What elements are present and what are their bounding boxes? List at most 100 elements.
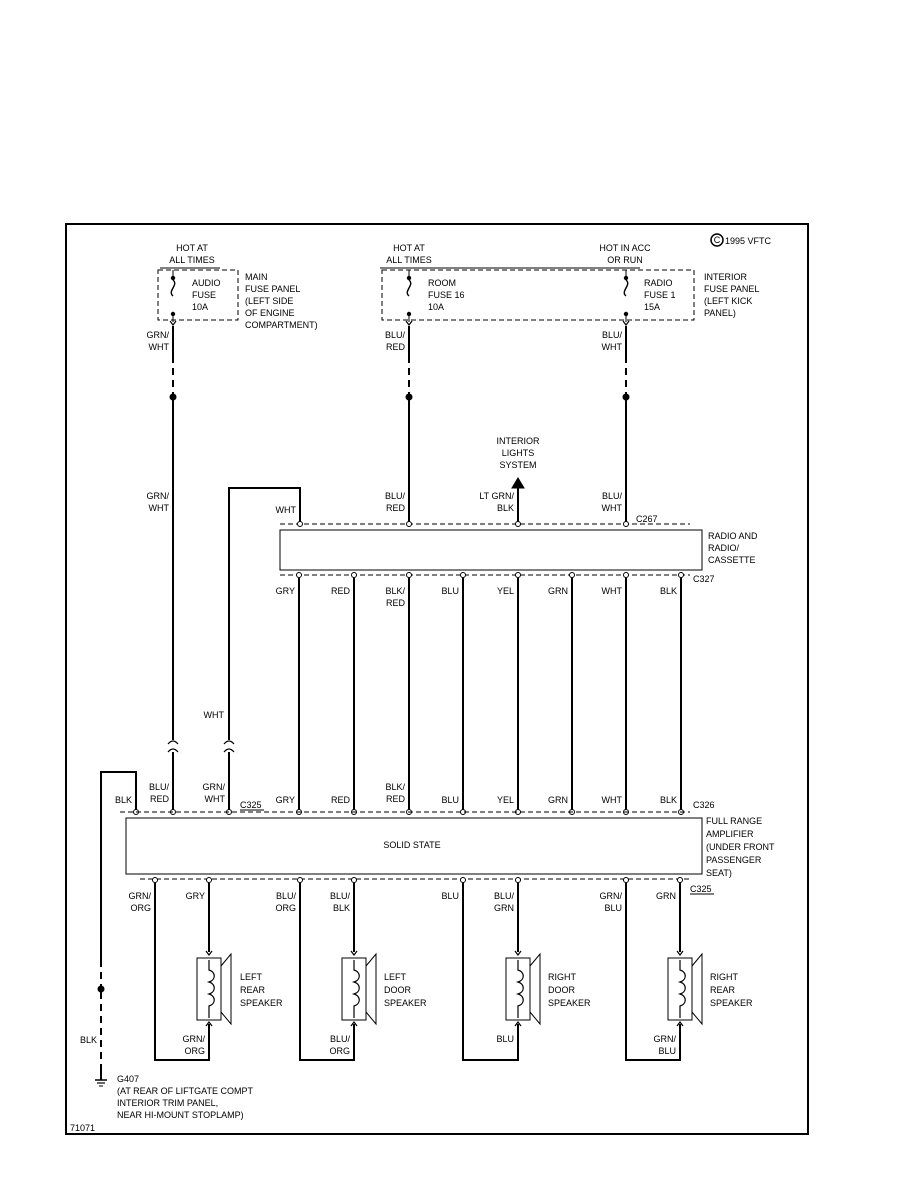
interior-lights-label-line: LIGHTS	[502, 448, 535, 458]
speaker-box	[196, 957, 222, 1021]
amp-in-wire-color: BLK	[660, 795, 677, 805]
amp-out-wire-color: GRY	[186, 891, 205, 901]
amp-in-wire-color: RED	[386, 794, 406, 804]
main-fuse-panel-label-line: COMPARTMENT)	[245, 320, 318, 330]
radio-body	[279, 529, 703, 571]
speaker-terminal	[514, 1021, 522, 1027]
c325-out-terminal	[623, 877, 629, 883]
amp-out-wire-color: ORG	[130, 903, 151, 913]
audio-wire-color-2-line: WHT	[149, 503, 170, 513]
copyright-symbol: C	[714, 235, 721, 245]
speaker-name-line: RIGHT	[710, 972, 739, 982]
audio-wire-color-line: WHT	[149, 342, 170, 352]
radio-fuse-element	[623, 279, 629, 297]
amplifier-label-line: (UNDER FRONT	[706, 842, 775, 852]
c267-label: C267	[636, 514, 658, 524]
c327-terminal	[460, 572, 466, 578]
speaker-box	[667, 957, 693, 1021]
amp-in-wire-color: YEL	[497, 795, 514, 805]
radio-label-line: CASSETTE	[708, 555, 756, 565]
diagram-border: C 1995 VFTC 71071	[65, 223, 809, 1135]
hot-label-room-line: HOT AT	[393, 243, 425, 253]
speaker-coil	[515, 960, 524, 1018]
speaker-cone	[529, 952, 541, 1026]
inline-connector-upper	[167, 740, 179, 745]
speaker-coil	[206, 960, 215, 1018]
audio-fuse-end	[170, 311, 176, 317]
c325-out-terminal	[515, 877, 521, 883]
c327-terminal	[296, 572, 302, 578]
c327-terminal	[569, 572, 575, 578]
hot-label-room-line: ALL TIMES	[386, 255, 432, 265]
ground-label-line: INTERIOR TRIM PANEL,	[117, 1098, 218, 1108]
blk-amp-ground-wire	[100, 771, 137, 960]
c327-terminal	[406, 572, 412, 578]
radio-wire-color-line: WHT	[602, 342, 623, 352]
amp-in-wire-color: WHT	[602, 795, 623, 805]
copyright-text: 1995 VFTC	[725, 236, 772, 246]
blu-red-wire-color-line: RED	[150, 794, 170, 804]
grn-wht-wire-color-line: WHT	[205, 794, 226, 804]
speaker-name-line: DOOR	[384, 985, 412, 995]
inline-connector-lower	[223, 748, 235, 753]
c325-out-terminal	[677, 877, 683, 883]
speaker-name-line: REAR	[240, 985, 266, 995]
speaker-name-line: LEFT	[384, 972, 407, 982]
radio-fuse-end	[623, 311, 629, 317]
speaker-negative-wire-1	[154, 883, 210, 1061]
speaker-name-line: SPEAKER	[548, 998, 591, 1008]
c325-out-terminal	[206, 877, 212, 883]
speaker-coil	[677, 960, 686, 1018]
audio-fuse-end	[170, 275, 176, 281]
speaker-box	[341, 957, 367, 1021]
radio-fuse-label-line: 15A	[644, 302, 660, 312]
speaker-name-line: RIGHT	[548, 972, 577, 982]
blu-red-wire-color-line: BLU/	[149, 782, 170, 792]
interior-fuse-panel-label-line: INTERIOR	[704, 272, 748, 282]
radio-wire-color-line: BLU/	[602, 330, 623, 340]
ground-wire-color: BLK	[80, 1035, 97, 1045]
ground-label-line: (AT REAR OF LIFTGATE COMPT	[117, 1086, 254, 1096]
radio-fuse-label-line: RADIO	[644, 278, 673, 288]
hot-label-radio-line: OR RUN	[607, 255, 643, 265]
inline-connector-lower	[167, 748, 179, 753]
room-fuse-terminal	[405, 320, 413, 326]
audio-wire-color-2-line: GRN/	[147, 491, 170, 501]
audio-fuse-label-line: FUSE	[192, 290, 216, 300]
wht-loop-wire	[228, 487, 301, 740]
audio-fuse-element	[170, 279, 176, 297]
speaker-negative-wire-3	[462, 883, 519, 1061]
room-wire-color-2-line: BLU/	[385, 491, 406, 501]
amp-out-wire-color: BLU/	[494, 891, 515, 901]
ground-label-line: NEAR HI-MOUNT STOPLAMP)	[117, 1110, 244, 1120]
copyright-circle	[710, 233, 724, 247]
diagram-frame	[65, 223, 809, 1135]
room-fuse-label-line: FUSE 16	[428, 290, 465, 300]
room-fuse-label-line: ROOM	[428, 278, 456, 288]
speaker-coil	[351, 960, 360, 1018]
lights-wire-color-line: LT GRN/	[479, 491, 514, 501]
hot-label-radio-line: HOT IN ACC	[599, 243, 651, 253]
amp-out-wire-color: ORG	[275, 903, 296, 913]
radio-label-line: RADIO AND	[708, 531, 758, 541]
main-fuse-panel-label-line: MAIN	[245, 272, 268, 282]
figure-id: 71071	[70, 1123, 95, 1133]
hot-label-audio-line: ALL TIMES	[169, 255, 215, 265]
interior-fuse-panel-label-line: (LEFT KICK	[704, 296, 752, 306]
c267-terminal	[623, 521, 629, 527]
room-wire-color-line: RED	[386, 342, 406, 352]
radio-out-wire-color: GRN	[548, 586, 568, 596]
radio-out-wire-color: GRY	[276, 586, 295, 596]
c267-terminal	[406, 521, 412, 527]
speaker-name-line: REAR	[710, 985, 736, 995]
radio-fuse-end	[623, 275, 629, 281]
audio-fuse-label-line: 10A	[192, 302, 208, 312]
amp-out-wire-color: GRN	[656, 891, 676, 901]
c325-out-terminal	[152, 877, 158, 883]
inline-connector-upper	[223, 740, 235, 745]
interior-fuse-panel-label-line: FUSE PANEL	[704, 284, 759, 294]
c267-terminal	[297, 521, 303, 527]
